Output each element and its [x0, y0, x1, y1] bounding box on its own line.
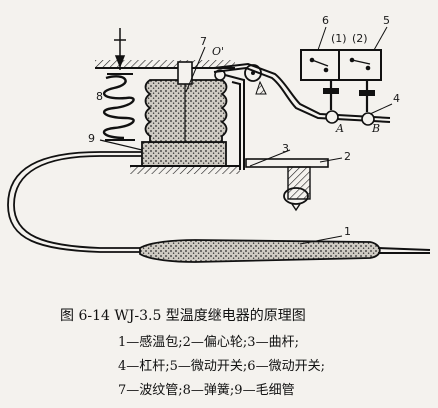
lever — [213, 62, 391, 126]
micro-switches — [300, 49, 382, 112]
adjust-arrow — [114, 28, 126, 70]
eccentric-wheel — [245, 158, 329, 212]
label-3: 3 — [282, 142, 289, 155]
label-6: 6 — [322, 14, 329, 27]
spring — [102, 73, 135, 141]
sensing-bulb — [139, 239, 431, 263]
label-b: B — [371, 122, 380, 135]
base-plate — [130, 165, 240, 174]
label-a: A — [335, 122, 344, 135]
crank-arm — [224, 74, 245, 170]
caption-legend-line-3: 7—波纹管;8—弹簧;9—毛细管 — [118, 382, 295, 398]
label-4: 4 — [393, 92, 400, 105]
label-contact-1: (1) — [331, 32, 347, 45]
label-9: 9 — [88, 132, 95, 145]
label-o-prime: O' — [212, 45, 224, 58]
label-1: 1 — [344, 225, 351, 238]
leader-lines — [185, 26, 393, 245]
label-5: 5 — [383, 14, 390, 27]
label-8: 8 — [96, 90, 103, 103]
label-2: 2 — [344, 150, 351, 163]
caption-legend-line-2: 4—杠杆;5—微动开关;6—微动开关; — [118, 358, 325, 374]
capillary-tube — [7, 139, 143, 253]
label-contact-2: (2) — [352, 32, 368, 45]
label-7: 7 — [200, 35, 207, 48]
bellows — [141, 61, 228, 167]
caption-title: 图 6-14 WJ-3.5 型温度继电器的原理图 — [60, 308, 306, 324]
top-support — [95, 60, 235, 69]
caption-legend-line-1: 1—感温包;2—偏心轮;3—曲杆; — [118, 334, 299, 350]
